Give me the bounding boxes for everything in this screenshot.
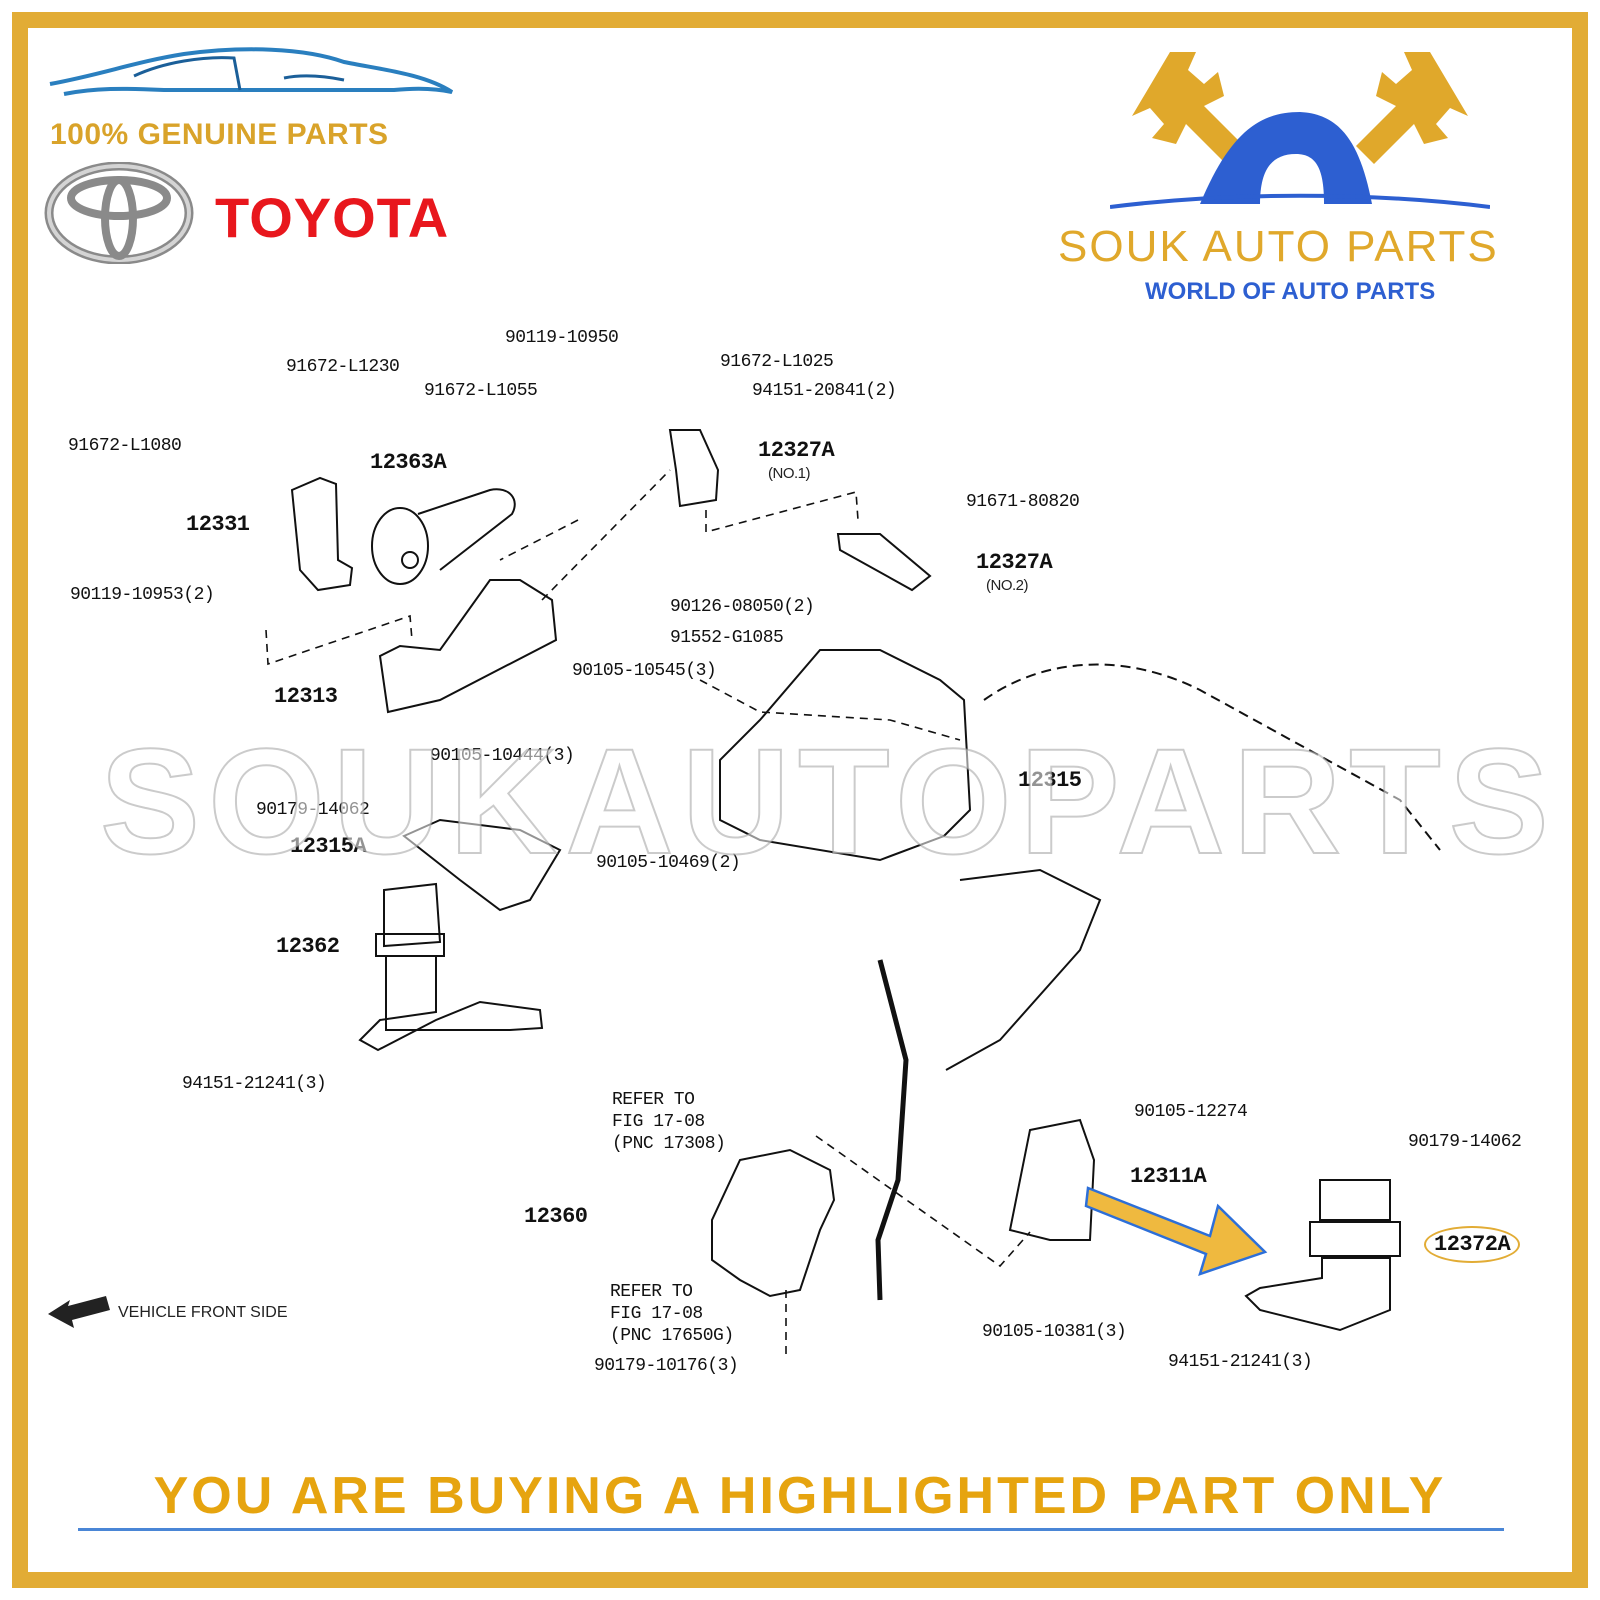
part-callout[interactable]: 12327A: [758, 438, 835, 463]
part-callout[interactable]: 91671-80820: [966, 492, 1080, 512]
bracket-12331-drawing: [290, 476, 354, 592]
part-callout[interactable]: 90179-10176(3): [594, 1356, 739, 1376]
genuine-parts-text: 100% GENUINE PARTS: [50, 118, 389, 151]
part-callout[interactable]: 12360: [524, 1204, 588, 1229]
part-callout[interactable]: 94151-20841(2): [752, 381, 897, 401]
reference-note: REFER TO: [610, 1282, 693, 1302]
vehicle-front-arrow-icon: [48, 1296, 110, 1328]
watermark: SOUKAUTOPARTS: [99, 716, 1557, 886]
reference-note: (PNC 17308): [612, 1134, 726, 1154]
reference-note: (PNC 17650G): [610, 1326, 734, 1346]
seller-tagline: WORLD OF AUTO PARTS: [1145, 278, 1436, 305]
part-callout[interactable]: 94151-21241(3): [1168, 1352, 1313, 1372]
part-callout[interactable]: 12315A: [290, 834, 367, 859]
part-callout[interactable]: 12313: [274, 684, 338, 709]
part-callout[interactable]: 91672-L1025: [720, 352, 834, 372]
part-callout[interactable]: 90105-10545(3): [572, 661, 717, 681]
part-callout[interactable]: 91672-L1055: [424, 381, 538, 401]
part-callout[interactable]: 91552-G1085: [670, 628, 784, 648]
highlight-arrow-icon: [1084, 1186, 1268, 1276]
part-callout-note: (NO.2): [986, 577, 1029, 594]
part-callout[interactable]: 90119-10953(2): [70, 585, 215, 605]
part-callout[interactable]: 90105-10444(3): [430, 746, 575, 766]
part-callout-note: (NO.1): [768, 465, 811, 482]
brand-name: TOYOTA: [215, 186, 450, 249]
part-callout[interactable]: 12327A: [976, 550, 1053, 575]
part-callout[interactable]: 91672-L1230: [286, 357, 400, 377]
part-callout[interactable]: 12315: [1018, 768, 1082, 793]
part-callout[interactable]: 12331: [186, 512, 250, 537]
footer-divider: [78, 1528, 1504, 1531]
reference-note: FIG 17-08: [610, 1304, 703, 1324]
part-callout[interactable]: 90126-08050(2): [670, 597, 815, 617]
part-callout[interactable]: 90105-10469(2): [596, 853, 741, 873]
toyota-logo-icon: [44, 162, 194, 264]
vehicle-front-label: VEHICLE FRONT SIDE: [118, 1304, 288, 1321]
part-callout[interactable]: 90105-12274: [1134, 1102, 1248, 1122]
purchase-notice: YOU ARE BUYING A HIGHLIGHTED PART ONLY: [153, 1467, 1447, 1525]
seller-name: SOUK AUTO PARTS: [1058, 222, 1499, 271]
reference-note: REFER TO: [612, 1090, 695, 1110]
car-silhouette-icon: [49, 47, 454, 96]
part-callout[interactable]: 90119-10950: [505, 328, 619, 348]
seller-logo-icon: [1110, 52, 1490, 209]
listing-frame: [12, 12, 1588, 1588]
part-callout[interactable]: 94151-21241(3): [182, 1074, 327, 1094]
part-callout[interactable]: 12311A: [1130, 1164, 1207, 1189]
part-callout[interactable]: 12363A: [370, 450, 447, 475]
part-callout[interactable]: 91672-L1080: [68, 436, 182, 456]
part-callout[interactable]: 90179-14062: [1408, 1132, 1522, 1152]
reference-note: FIG 17-08: [612, 1112, 705, 1132]
part-callout[interactable]: 90179-14062: [256, 800, 370, 820]
highlighted-part-callout[interactable]: 12372A: [1424, 1226, 1521, 1263]
part-callout[interactable]: 12362: [276, 934, 340, 959]
part-callout[interactable]: 90105-10381(3): [982, 1322, 1127, 1342]
